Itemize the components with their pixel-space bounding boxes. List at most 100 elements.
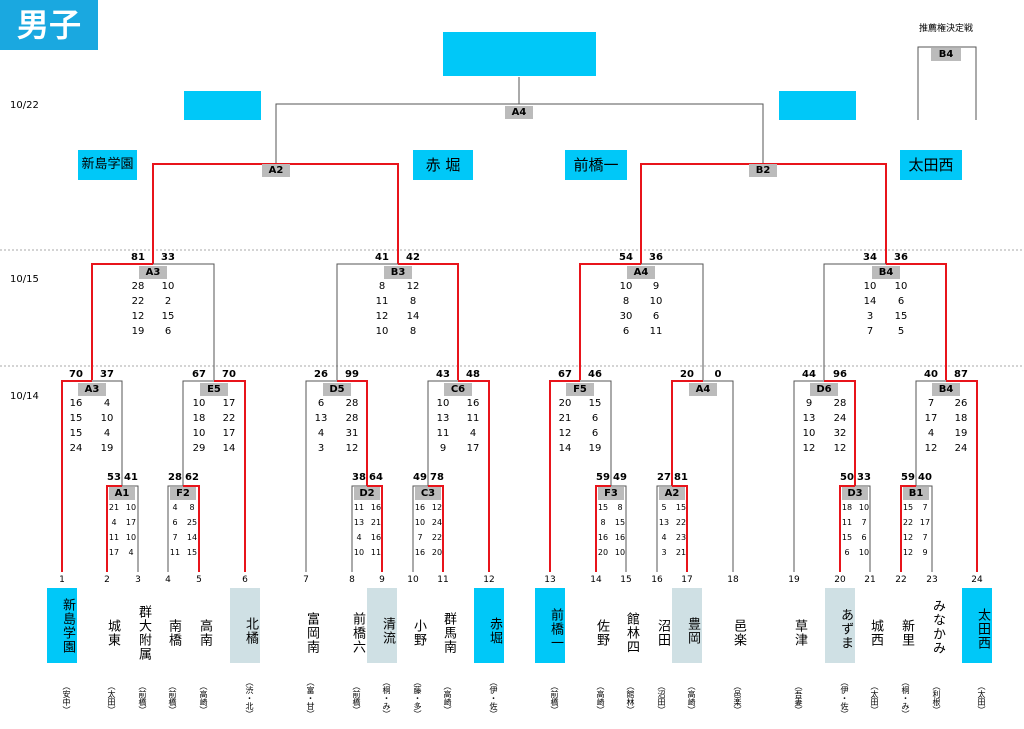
team-number: 1 [59, 575, 65, 585]
score-2: 0 [714, 369, 722, 380]
team-region: （安中） [62, 682, 71, 714]
score-2: 78 [430, 472, 444, 483]
match-label: A3 [78, 383, 106, 396]
team-number: 4 [165, 575, 171, 585]
team-region: （前橋） [138, 682, 147, 714]
match-label: D2 [354, 487, 380, 500]
r2b4-line [915, 380, 946, 486]
r1a2-red [672, 485, 688, 572]
score-1: 44 [802, 369, 816, 380]
r2f5-line [580, 380, 612, 486]
match-label: F5 [566, 383, 594, 396]
score-1: 50 [840, 472, 854, 483]
score-2: 46 [588, 369, 602, 380]
team-region: （高崎） [199, 682, 208, 714]
match-label: F3 [598, 487, 624, 500]
r1a1-line [122, 485, 139, 572]
match-label: A3 [139, 266, 167, 279]
score-1: 38 [352, 472, 366, 483]
team-name: 群大附属 [136, 605, 151, 661]
qb4-red [886, 263, 947, 380]
team-name: 清流 [367, 588, 397, 663]
team-region: （渋・北） [245, 678, 254, 718]
team-name: 小野 [411, 619, 426, 647]
final-lines [275, 77, 764, 164]
team-region: （桐・み） [382, 678, 391, 718]
score-2: 42 [406, 252, 420, 263]
match-label: A1 [109, 487, 135, 500]
champion-box [443, 32, 596, 76]
score-1: 20 [680, 369, 694, 380]
score-1: 59 [901, 472, 915, 483]
team-region: （太田） [107, 682, 116, 714]
r1d2-line [351, 485, 367, 572]
r1d3-red [839, 485, 855, 572]
team-number: 6 [242, 575, 248, 585]
semi-label-1: A2 [262, 164, 290, 177]
score-1: 81 [131, 252, 145, 263]
semi-left-red2 [276, 163, 399, 264]
team-name: 新里 [899, 619, 914, 647]
match-label: C6 [444, 383, 472, 396]
semi-team-2: 赤 堀 [413, 150, 473, 180]
match-label: B4 [932, 383, 960, 396]
match-label: C3 [415, 487, 441, 500]
team-number: 21 [864, 575, 876, 585]
team-number: 14 [590, 575, 602, 585]
team-region: （藤・多） [413, 678, 422, 718]
match-label: A4 [627, 266, 655, 279]
score-2: 99 [345, 369, 359, 380]
team-number: 23 [926, 575, 938, 585]
qa3-red [91, 263, 153, 380]
match-label: B4 [872, 266, 900, 279]
r2a4-line [703, 380, 734, 572]
r2d6-red [824, 380, 856, 486]
semi-team-4: 太田西 [900, 150, 962, 180]
r2a3-red [61, 380, 92, 572]
r2a3-line [92, 380, 123, 486]
team-number: 18 [727, 575, 739, 585]
team-number: 3 [135, 575, 141, 585]
team-number: 10 [407, 575, 419, 585]
score-1: 67 [192, 369, 206, 380]
semi-label-2: B2 [749, 164, 777, 177]
r1d3-line [855, 485, 871, 572]
team-number: 19 [788, 575, 800, 585]
score-2: 49 [613, 472, 627, 483]
score-2: 40 [918, 472, 932, 483]
score-2: 96 [833, 369, 847, 380]
team-region: （高崎） [443, 682, 452, 714]
team-name: 南橋 [166, 619, 181, 647]
team-number: 11 [437, 575, 449, 585]
match-label: D5 [323, 383, 351, 396]
r2f5-red [549, 380, 580, 572]
team-number: 20 [834, 575, 846, 585]
team-region: （沼田） [657, 682, 666, 714]
team-name: 赤堀 [474, 588, 504, 663]
score-2: 33 [857, 472, 871, 483]
r2a4-red [671, 380, 703, 486]
qb3-line [336, 263, 398, 380]
team-number: 15 [620, 575, 632, 585]
team-region: （伊・佐） [840, 678, 849, 718]
team-region: （前橋） [168, 682, 177, 714]
finalist-box-right [779, 91, 856, 120]
team-region: （館林） [626, 682, 635, 714]
team-region: （吾妻） [794, 682, 803, 714]
r2d5-line [305, 380, 337, 572]
team-name: 邑楽 [731, 619, 746, 647]
